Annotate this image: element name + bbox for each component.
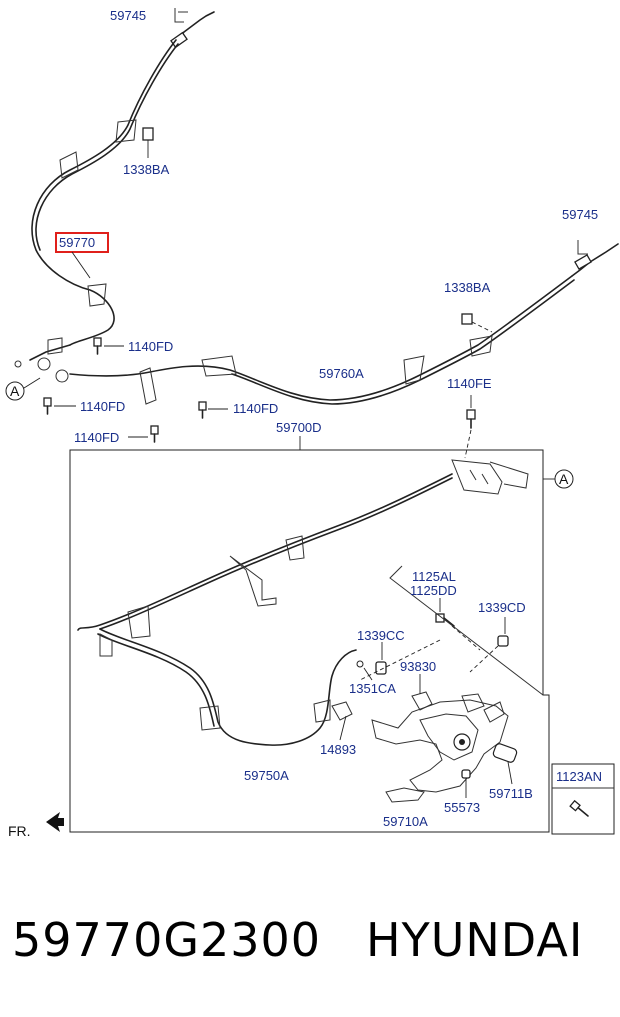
clip-14893 [331, 701, 353, 741]
bolt-1140fd-1 [93, 337, 124, 355]
part-number: 59770G2300 [12, 913, 322, 967]
front-arrow-icon [46, 812, 64, 832]
pedal-subbox [389, 565, 544, 696]
highlight-box-59770 [55, 232, 109, 253]
bolt-1140fd-2 [43, 397, 76, 415]
cable-59760a [55, 240, 619, 405]
label-1125al: 1125AL [412, 569, 456, 584]
nut-1338ba-mid [461, 313, 493, 333]
bolt-1140fd-3 [198, 401, 228, 419]
label-14893: 14893 [320, 742, 356, 757]
label-55573: 55573 [444, 800, 480, 815]
ref-a-right-text: A [559, 471, 569, 487]
label-59745-top: 59745 [110, 8, 146, 23]
label-1123an: 1123AN [556, 769, 602, 784]
ref-a-left [5, 377, 41, 401]
label-59711b: 59711B [489, 786, 533, 801]
ref-a-left-text: A [10, 383, 20, 399]
equalizer-fitting [451, 459, 529, 495]
label-1338ba-top: 1338BA [123, 162, 170, 177]
nut-1339cc [375, 642, 387, 675]
inset-1123an [551, 763, 615, 835]
label-1140fd-4: 1140FD [74, 430, 119, 445]
cable-59770 [14, 8, 215, 371]
stopper-55573 [461, 769, 471, 798]
reference-circle-a-right [554, 469, 574, 489]
brand-name: HYUNDAI [366, 913, 584, 967]
bolt-1140fd-4 [128, 425, 159, 443]
parking-pedal-assembly [371, 691, 509, 803]
nut-1338ba-top [142, 127, 154, 158]
label-1140fd-3: 1140FD [233, 401, 278, 416]
pad-59711b [492, 743, 518, 785]
label-1351ca: 1351CA [349, 681, 396, 696]
bolt-1140fe [464, 395, 476, 459]
label-1140fd-1: 1140FD [128, 339, 173, 354]
label-59760a: 59760A [319, 366, 364, 381]
label-1338ba-mid: 1338BA [444, 280, 491, 295]
label-59750a: 59750A [244, 768, 289, 783]
label-1339cd: 1339CD [478, 600, 526, 615]
label-1339cc: 1339CC [357, 628, 405, 643]
bolt-1125al [359, 598, 481, 681]
label-59770: 59770 [59, 235, 95, 250]
label-93830: 93830 [400, 659, 436, 674]
label-59700d: 59700D [276, 420, 322, 435]
label-1125dd: 1125DD [410, 583, 457, 598]
label-1140fd-2: 1140FD [80, 399, 125, 414]
fr-label: FR. [8, 823, 31, 839]
nut-1339cd [469, 617, 509, 673]
label-1140fe: 1140FE [447, 376, 492, 391]
label-59710a: 59710A [383, 814, 428, 829]
washer-1351ca [356, 660, 373, 681]
box-59700d [69, 449, 550, 833]
label-59745-right: 59745 [562, 207, 598, 222]
cable-59700d [77, 473, 453, 746]
